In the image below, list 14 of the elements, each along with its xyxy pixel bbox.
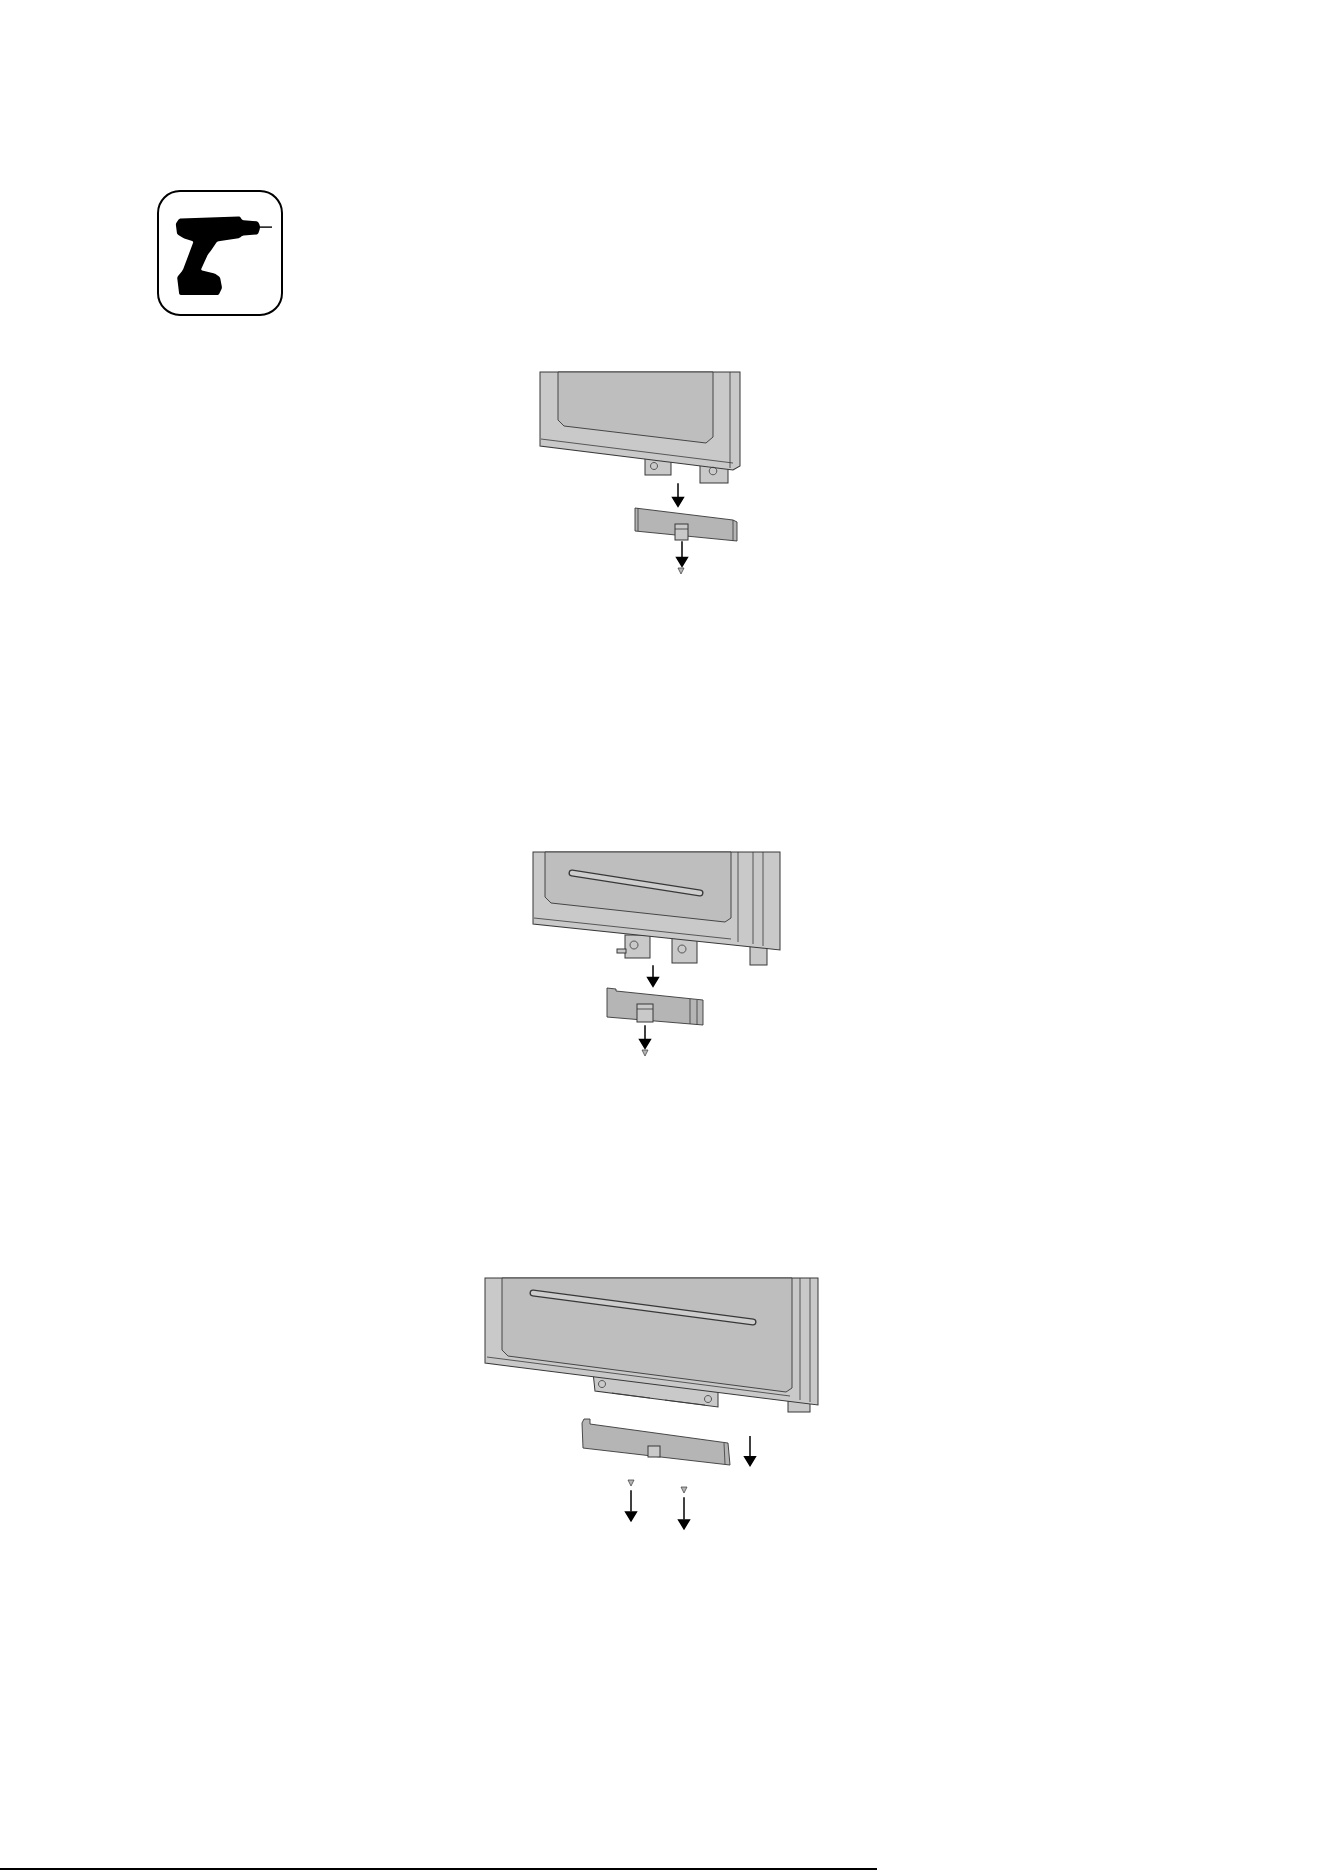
screw (627, 1479, 635, 1487)
arrow (671, 482, 685, 508)
cover-drawing (581, 1418, 731, 1466)
cover-drawing (634, 507, 738, 542)
door-drawing (539, 371, 741, 484)
arrow (646, 964, 660, 988)
screw (641, 1049, 649, 1057)
door-drawing (484, 1277, 819, 1413)
arrow (638, 1024, 652, 1050)
screw (677, 567, 685, 575)
screw (680, 1486, 688, 1494)
arrow (675, 540, 689, 568)
door-drawing (532, 851, 781, 966)
cover-drawing (606, 987, 704, 1026)
